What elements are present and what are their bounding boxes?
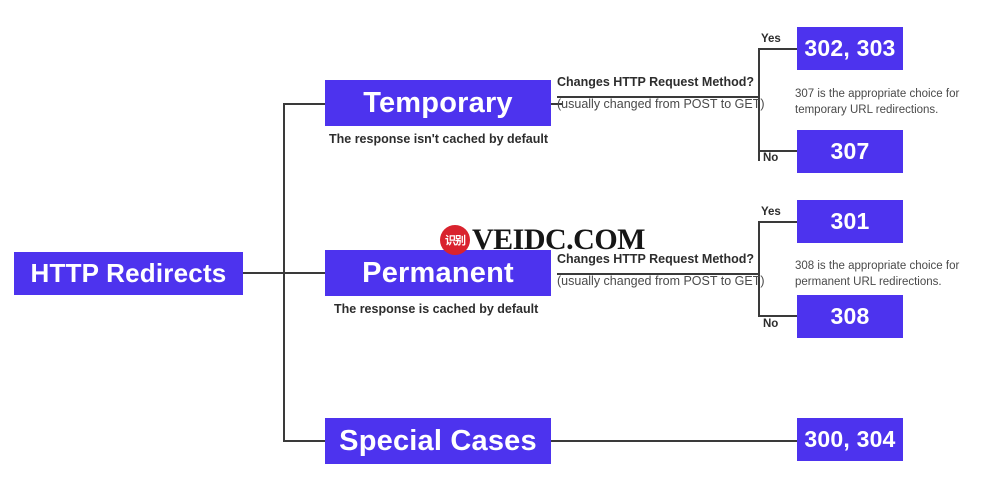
- connector-temporary-question: [551, 103, 563, 105]
- connector-permanent-yes: [758, 221, 799, 223]
- question-temporary-subtitle: (usually changed from POST to GET): [557, 97, 765, 111]
- branch-label-temporary-yes: Yes: [761, 33, 781, 45]
- node-special-cases[interactable]: Special Cases: [325, 418, 551, 464]
- connector-temporary-yes: [758, 48, 799, 50]
- node-special-cases-label: Special Cases: [339, 424, 537, 457]
- caption-permanent: The response is cached by default: [334, 302, 539, 316]
- node-code-308-label: 308: [830, 303, 870, 329]
- branch-label-permanent-no: No: [763, 318, 779, 330]
- node-temporary[interactable]: Temporary: [325, 80, 551, 126]
- node-code-300-304[interactable]: 300, 304: [797, 418, 903, 461]
- node-code-301-label: 301: [830, 208, 870, 234]
- connector-to-permanent: [243, 272, 327, 274]
- note-permanent: 308 is the appropriate choice for perman…: [795, 260, 960, 289]
- node-temporary-label: Temporary: [363, 86, 513, 119]
- node-code-302-303[interactable]: 302, 303: [797, 27, 903, 70]
- node-http-redirects-label: HTTP Redirects: [30, 258, 227, 288]
- node-permanent-label: Permanent: [362, 256, 514, 289]
- node-code-301[interactable]: 301: [797, 200, 903, 243]
- node-code-308[interactable]: 308: [797, 295, 903, 338]
- branch-label-permanent-yes: Yes: [761, 206, 781, 218]
- node-permanent[interactable]: Permanent: [325, 250, 551, 296]
- question-permanent-title: Changes HTTP Request Method?: [557, 252, 755, 266]
- caption-temporary: The response isn't cached by default: [329, 132, 549, 146]
- question-divider-temporary: [557, 96, 760, 98]
- question-divider-permanent: [557, 273, 760, 275]
- question-permanent-subtitle: (usually changed from POST to GET): [557, 274, 765, 288]
- note-temporary: 307 is the appropriate choice for tempor…: [795, 88, 960, 117]
- connector-special-cases-code: [551, 440, 799, 442]
- node-http-redirects[interactable]: HTTP Redirects: [14, 252, 243, 295]
- question-permanent: Changes HTTP Request Method? (usually ch…: [557, 252, 765, 288]
- node-code-307[interactable]: 307: [797, 130, 903, 173]
- connector-to-temporary: [283, 103, 327, 105]
- question-temporary-title: Changes HTTP Request Method?: [557, 75, 755, 89]
- question-temporary: Changes HTTP Request Method? (usually ch…: [557, 75, 765, 111]
- connector-temporary-branch-vertical: [758, 48, 760, 161]
- node-code-307-label: 307: [830, 138, 870, 164]
- connector-temporary-no: [758, 150, 799, 152]
- branch-label-temporary-no: No: [763, 152, 779, 164]
- node-code-302-303-label: 302, 303: [804, 35, 896, 61]
- connector-to-special-cases: [283, 440, 327, 442]
- node-code-300-304-label: 300, 304: [804, 426, 896, 452]
- connector-permanent-branch-vertical: [758, 221, 760, 316]
- connector-permanent-no: [758, 315, 799, 317]
